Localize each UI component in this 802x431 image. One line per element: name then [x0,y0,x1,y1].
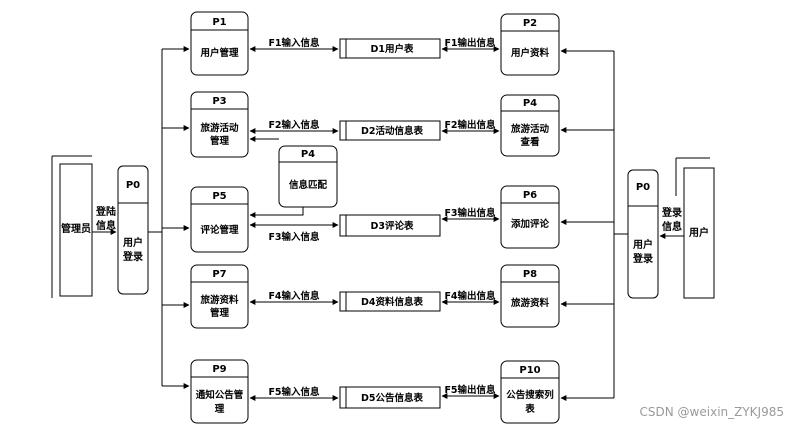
login-process-right: P0 用户 登录 [627,169,659,299]
match-process: P4 信息匹配 [278,145,338,208]
admin-entity: 管理员 [51,155,93,298]
match-process-label: 信息匹配 [289,179,328,191]
flow-f2-in-label: F2输入信息 [268,119,320,131]
process-p9-id: P9 [212,364,226,375]
data-store-d5: D5公告信息表 [339,386,441,409]
process-p3-label-2: 管理 [210,135,230,147]
process-p5: P5 评论管理 [190,186,249,253]
match-process-id: P4 [301,149,315,160]
data-store-d3-label: D3评论表 [371,220,414,232]
process-p3-label-1: 旅游活动 [200,122,239,134]
process-p1-label-1: 用户管理 [199,47,239,59]
process-p7-label-1: 旅游资料 [200,294,239,306]
admin-entity-label: 管理员 [61,222,91,235]
data-store-d4-label: D4资料信息表 [361,296,423,308]
login-left-id: P0 [126,180,140,191]
process-p5-id: P5 [212,191,226,202]
data-store-d2-label: D2活动信息表 [361,125,423,137]
admin-login-info-1: 登陆 [95,205,116,218]
left-bus [148,46,190,389]
data-store-d5-label: D5公告信息表 [361,392,423,404]
process-p4-id: P4 [523,98,537,109]
process-p9-label-1: 通知公告管 [196,389,244,401]
flow-f3-in-label: F3输入信息 [268,231,320,243]
process-p7-label-2: 管理 [210,307,230,319]
right-bus [560,48,628,401]
process-p9: P9 通知公告管 理 [190,359,249,424]
login-right-name-2: 登录 [632,252,653,265]
login-right-id: P0 [636,182,650,193]
data-store-d1: D1用户表 [339,38,441,59]
data-store-d1-label: D1用户表 [371,43,414,55]
process-p2: P2 用户资料 [500,13,560,76]
process-p3: P3 旅游活动 管理 [190,91,249,158]
process-p10: P10 公告搜索列 表 [500,360,560,424]
flow-f5-out-label: F5输出信息 [444,384,496,396]
process-p10-id: P10 [519,365,540,376]
process-p7: P7 旅游资料 管理 [190,264,249,329]
process-p6-id: P6 [523,190,537,201]
process-p8-label-1: 旅游资料 [511,297,550,309]
user-login-info-1: 登录 [661,206,682,219]
process-p4-label-2: 查看 [519,136,540,148]
process-p6: P6 添加评论 [500,185,560,249]
login-left-name-1: 用户 [122,236,143,249]
match-to-p5-arrow [249,207,304,218]
user-login-info-2: 信息 [662,220,682,233]
data-store-d3: D3评论表 [339,214,441,237]
login-right-name-1: 用户 [632,238,653,251]
flow-f5-in-label: F5输入信息 [268,386,320,398]
flow-f2-out-label: F2输出信息 [444,119,496,131]
process-p7-id: P7 [212,269,226,280]
flow-f4-in-label: F4输入信息 [268,290,320,302]
process-p5-label-1: 评论管理 [200,224,239,236]
process-p4-label-1: 旅游活动 [511,123,550,135]
process-p4: P4 旅游活动 查看 [500,94,560,157]
process-p9-label-2: 理 [215,404,225,415]
flow-f4-out-label: F4输出信息 [444,290,496,302]
user-entity: 用户 [675,157,715,299]
process-p10-label-2: 表 [524,403,535,415]
user-entity-label: 用户 [688,226,709,239]
process-p10-label-1: 公告搜索列 [506,389,554,401]
process-p2-id: P2 [523,18,537,29]
process-p6-label-1: 添加评论 [511,218,550,230]
flow-f1-in-label: F1输入信息 [268,37,320,49]
login-left-name-2: 登录 [122,250,143,263]
login-process-left: P0 用户 登录 [117,165,149,295]
data-store-d2: D2活动信息表 [339,120,441,141]
flow-f1-out-label: F1输出信息 [444,37,496,49]
admin-login-info-2: 信息 [96,219,116,232]
process-p1-id: P1 [212,17,226,28]
process-p8: P8 旅游资料 [500,264,560,328]
data-store-d4: D4资料信息表 [339,291,441,312]
process-p2-label-1: 用户资料 [510,47,550,59]
watermark: CSDN @weixin_ZYKJ985 [639,405,784,419]
process-p3-id: P3 [212,96,226,107]
process-p1: P1 用户管理 [190,11,249,76]
process-p8-id: P8 [523,269,537,280]
flow-f3-out-label: F3输出信息 [444,207,496,219]
